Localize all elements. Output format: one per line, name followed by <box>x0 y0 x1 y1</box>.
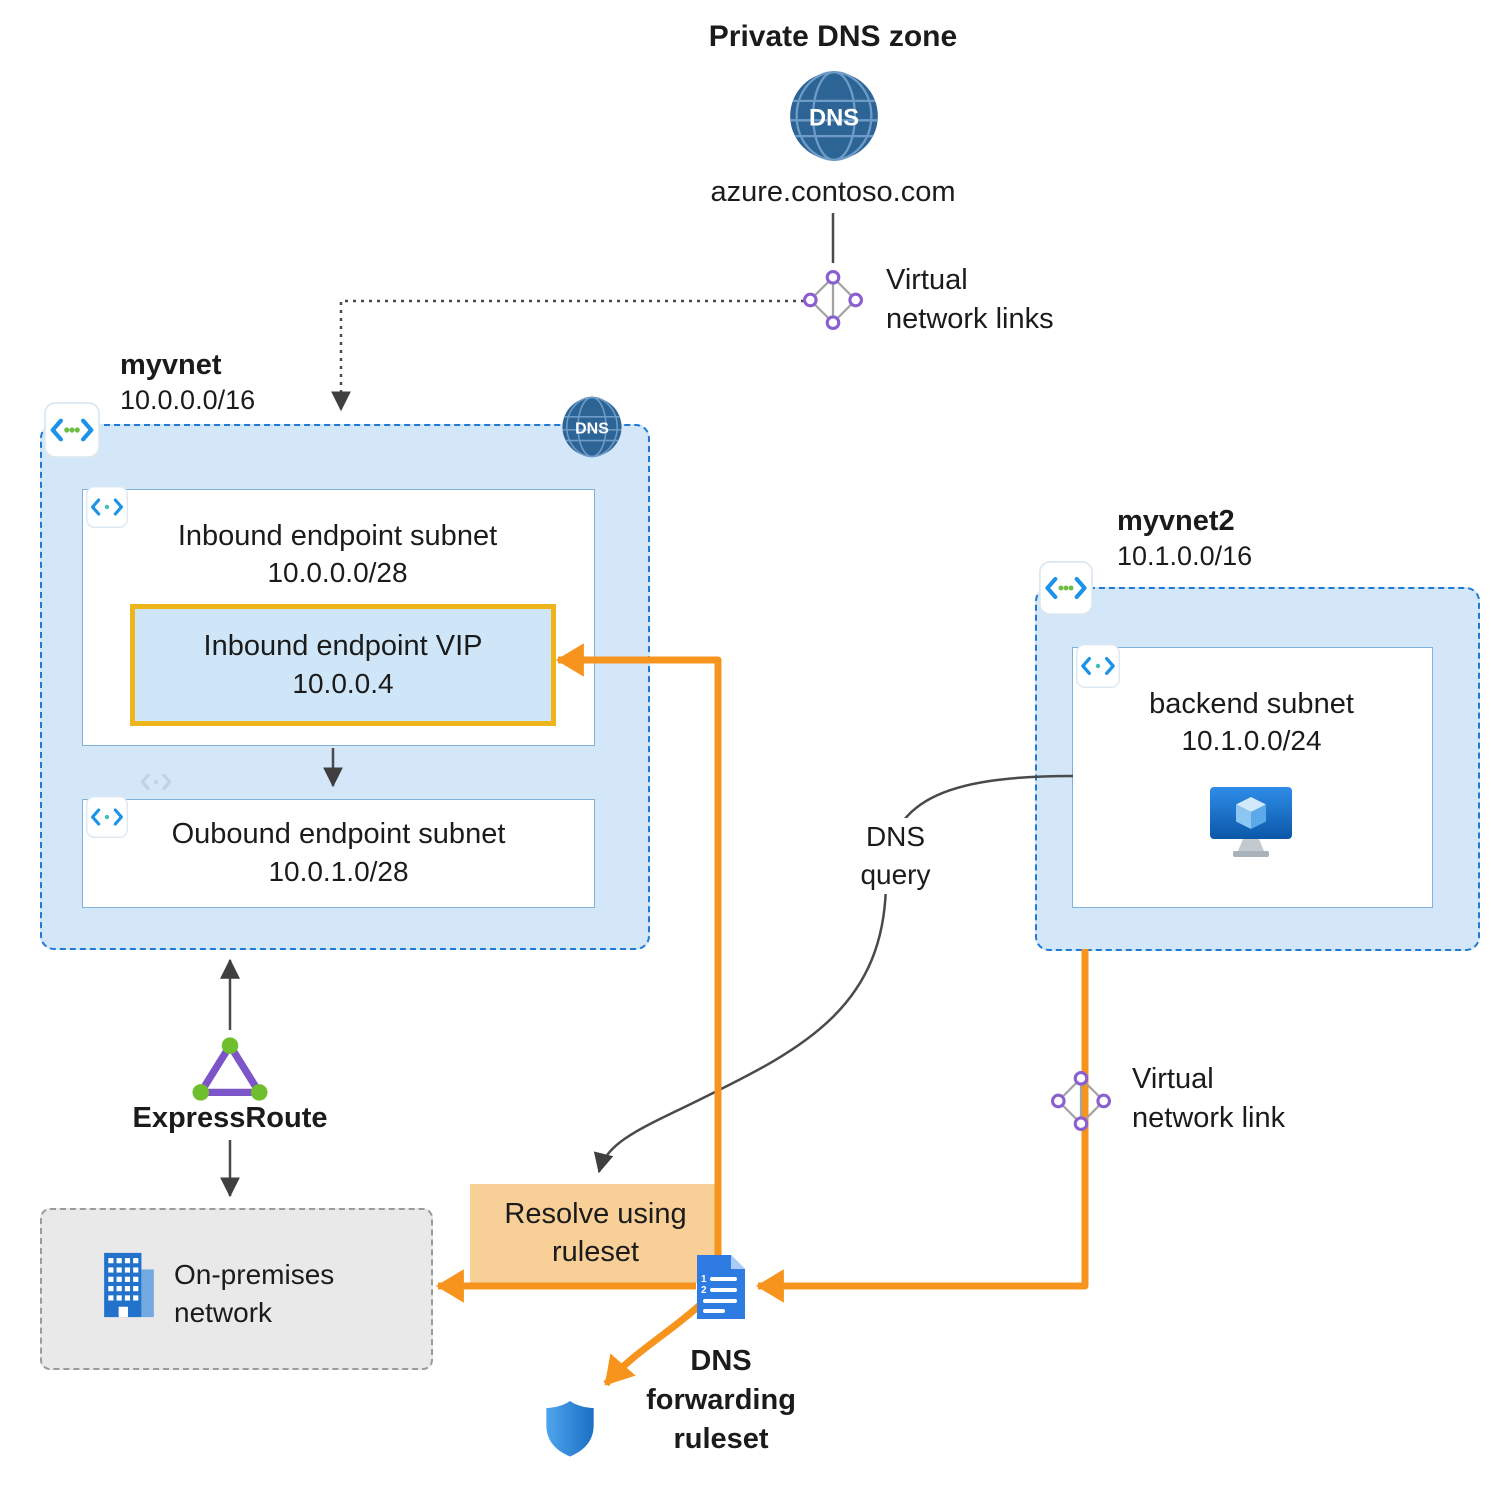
ruleset-list-number-2: 2 <box>701 1285 707 1296</box>
backend-subnet-box <box>1072 647 1433 908</box>
virtual-network-link-icon <box>1050 1070 1112 1132</box>
inbound-subnet-name: Inbound endpoint subnet <box>177 520 498 552</box>
outbound-subnet-name: Oubound endpoint subnet <box>171 818 506 851</box>
on-premises-network-label: On-premises network <box>174 1259 335 1328</box>
backend-subnet-name: backend subnet <box>1149 688 1354 720</box>
myvnet2-to-ruleset-orange-arrow <box>755 949 1089 1303</box>
backend-subnet-icon <box>1076 644 1120 688</box>
ruleset-list-number-1: 1 <box>701 1274 707 1285</box>
resolve-using-ruleset-label: Resolve using ruleset <box>504 1197 687 1268</box>
faint-watermark-icon <box>140 773 172 791</box>
myvnet2-virtual-network-icon <box>1039 561 1093 615</box>
links-to-myvnet-dotted-arrow <box>331 299 804 412</box>
vip-ip: 10.0.0.4 <box>292 667 394 699</box>
myvnet-name: myvnet <box>120 349 222 381</box>
private-dns-zone-title: Private DNS zone <box>708 20 958 53</box>
virtual-network-links-icon <box>802 269 864 331</box>
myvnet-cidr: 10.0.0.0/16 <box>120 385 256 415</box>
outbound-subnet-cidr: 10.0.1.0/28 <box>268 856 409 888</box>
myvnet-dns-globe-icon: DNS <box>562 396 622 458</box>
expressroute-icon <box>192 1037 268 1101</box>
dns-query-label: DNS query <box>838 818 953 894</box>
inbound-endpoint-subnet-label: Inbound endpoint subnet 10.0.0.0/28 <box>82 518 593 591</box>
outbound-subnet-icon <box>86 796 128 838</box>
shield-icon <box>546 1401 594 1457</box>
dns-globe-text: DNS <box>575 420 609 437</box>
vip-label: Inbound endpoint VIP <box>203 629 483 662</box>
dns-forwarding-ruleset-label: DNS forwarding ruleset <box>646 1345 796 1456</box>
backend-subnet-label: backend subnet 10.1.0.0/24 <box>1072 686 1431 759</box>
inbound-subnet-cidr: 10.0.0.0/28 <box>267 557 408 589</box>
dns-zone-globe-icon: DNS <box>790 71 878 161</box>
resolve-using-ruleset-box: Resolve using ruleset <box>470 1184 721 1283</box>
dns-globe-text: DNS <box>809 105 859 131</box>
myvnet-virtual-network-icon <box>44 402 100 458</box>
dns-zone-domain-label: azure.contoso.com <box>710 176 956 208</box>
dns-forwarding-ruleset-icon: 1 2 <box>697 1255 745 1319</box>
virtual-network-links-label: Virtual network links <box>886 264 1054 336</box>
outbound-endpoint-subnet-box: Oubound endpoint subnet 10.0.1.0/28 <box>82 799 595 908</box>
expressroute-label: ExpressRoute <box>132 1102 328 1134</box>
virtual-machine-icon <box>1210 787 1292 857</box>
inbound-subnet-icon <box>86 486 128 528</box>
dns-query-curve-arrow <box>593 774 1074 1174</box>
virtual-network-link-label: Virtual network link <box>1132 1063 1286 1135</box>
myvnet2-cidr: 10.1.0.0/16 <box>1117 541 1253 571</box>
myvnet2-name: myvnet2 <box>1117 505 1235 537</box>
backend-subnet-cidr: 10.1.0.0/24 <box>1181 725 1322 757</box>
inbound-endpoint-vip-box: Inbound endpoint VIP 10.0.0.4 <box>130 604 556 726</box>
on-premises-building-icon <box>104 1252 154 1318</box>
